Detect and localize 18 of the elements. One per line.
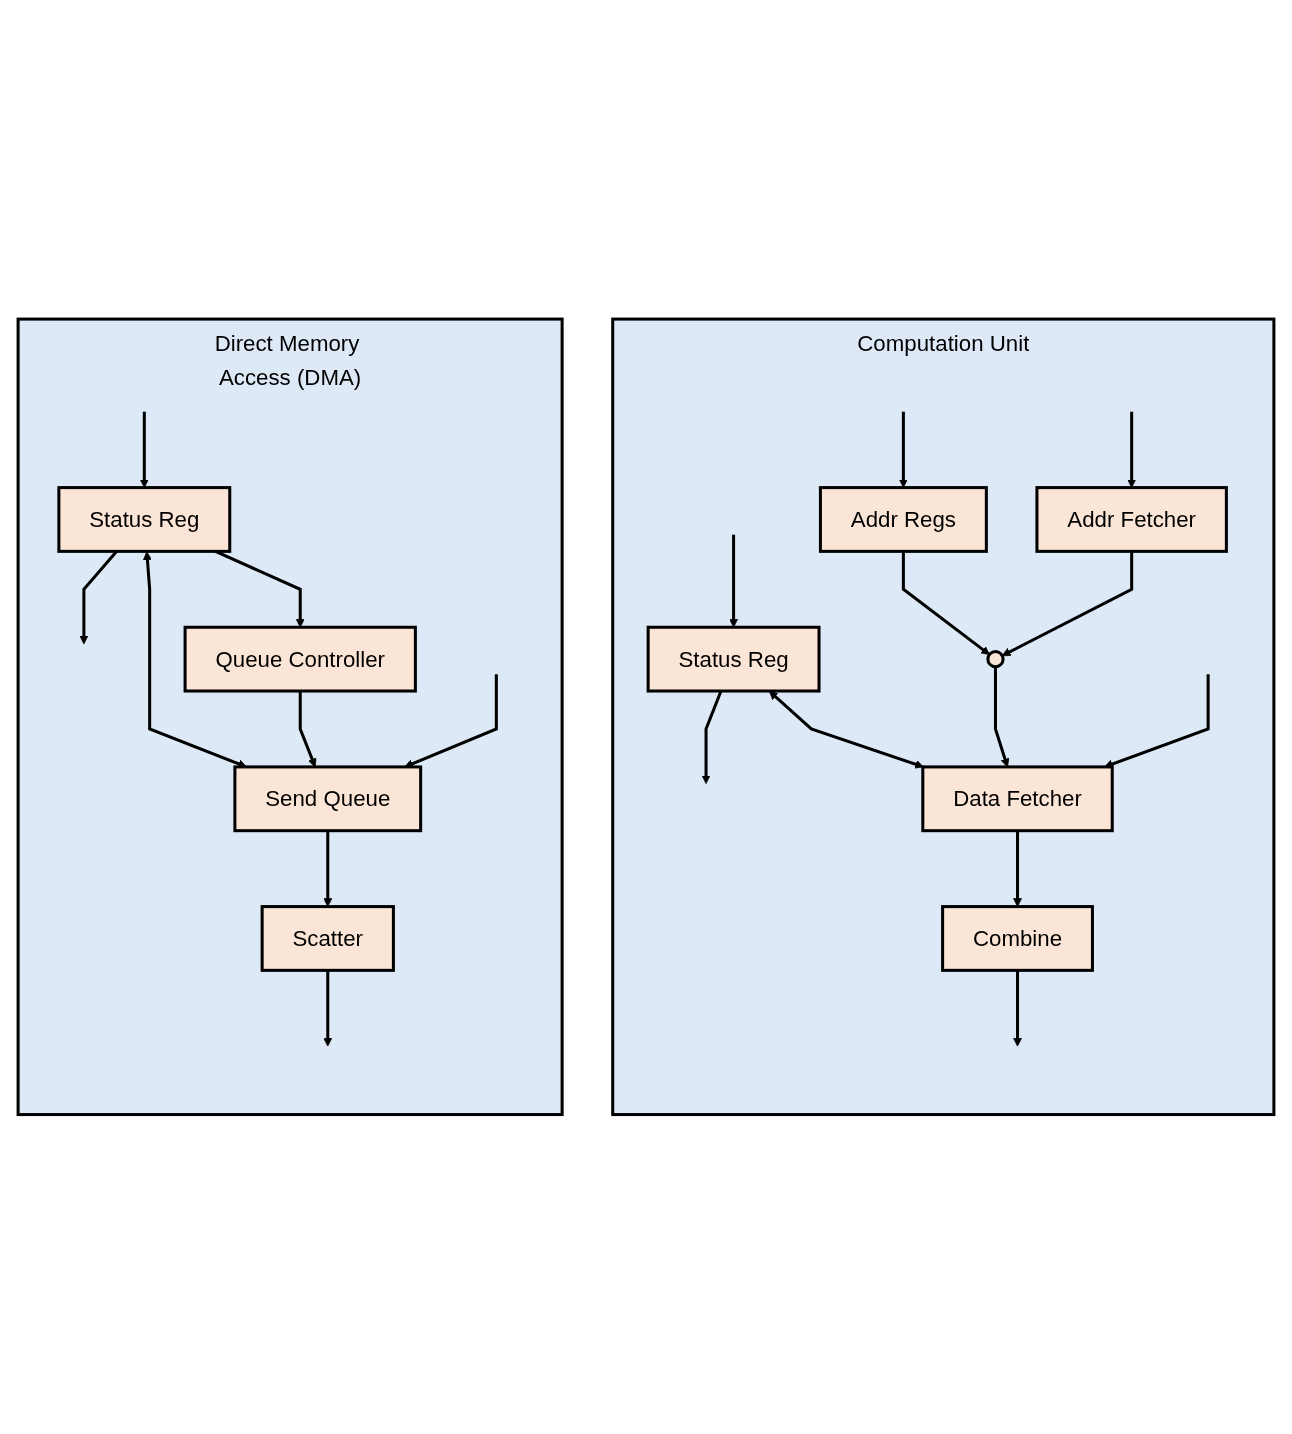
node-box: Status Reg: [57, 486, 232, 554]
arrow: [1001, 551, 1134, 657]
arrow: [993, 666, 1010, 768]
arrow: [729, 534, 739, 628]
node-box: Status Reg: [646, 625, 821, 693]
arrow: [323, 970, 333, 1047]
node-box: Combine: [941, 905, 1094, 973]
node-box: Send Queue: [233, 765, 423, 833]
node-box: Data Fetcher: [921, 765, 1114, 833]
node-box: Addr Regs: [818, 486, 988, 554]
arrow: [1013, 970, 1022, 1047]
arrow: [768, 691, 924, 769]
arrow: [901, 551, 990, 656]
node-box: Scatter: [260, 905, 395, 973]
node-box: Queue Controller: [183, 625, 417, 693]
arrow: [298, 691, 317, 768]
node-box: Addr Fetcher: [1035, 486, 1228, 554]
node-circle: [986, 650, 1005, 669]
